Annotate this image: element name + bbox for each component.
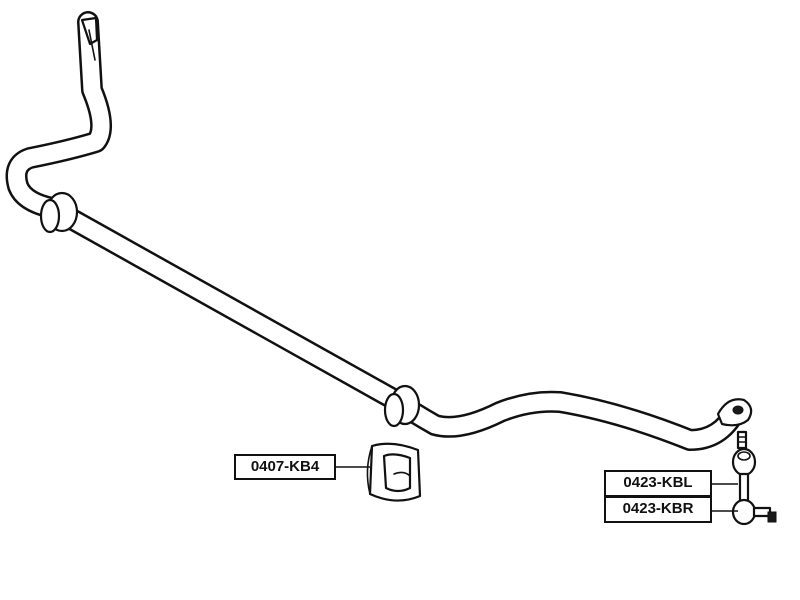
part-label-text: 0423-KBR	[622, 500, 694, 517]
part-label-0423-kbr: 0423-KBR	[604, 496, 712, 523]
stabilizer-bar	[5, 11, 753, 451]
bar-bushing-left	[39, 191, 79, 234]
part-label-0423-kbl: 0423-KBL	[604, 470, 712, 497]
bar-bushing-right	[383, 384, 421, 428]
part-label-text: 0423-KBL	[623, 474, 693, 491]
stabilizer-link-illustration	[731, 430, 777, 526]
bushing-part-illustration	[366, 442, 422, 502]
part-label-0407-kb4: 0407-KB4	[234, 454, 336, 480]
part-label-text: 0407-KB4	[250, 458, 320, 475]
